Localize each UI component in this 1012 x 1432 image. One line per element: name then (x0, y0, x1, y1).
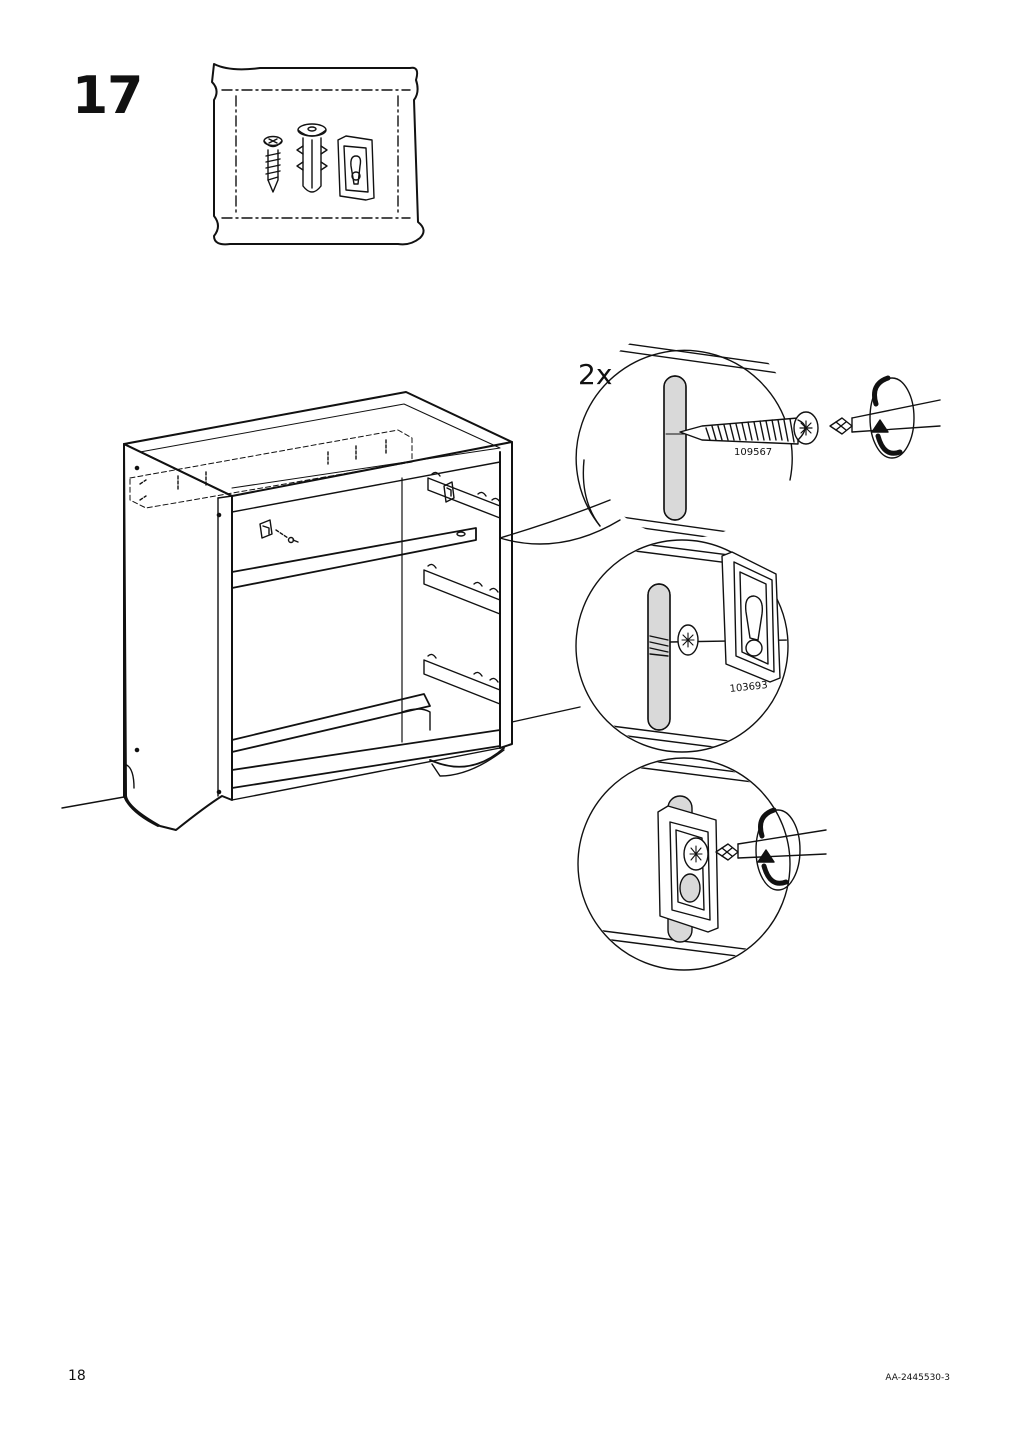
step-number: 17 (72, 66, 143, 126)
cabinet-illustration (123, 391, 513, 831)
quantity-label: 2x (578, 358, 612, 391)
drawer-runner-top (427, 471, 501, 519)
drawer-runner-middle (423, 563, 501, 615)
wall-bracket-icon (337, 135, 375, 201)
rotate-clockwise-icon (871, 375, 903, 456)
drawer-runner-bottom (423, 653, 501, 705)
rotate-clockwise-icon-2 (757, 807, 789, 886)
screwdriver-icon (829, 377, 941, 459)
screw-part-code: 109567 (734, 447, 772, 458)
screwdriver-icon-2 (715, 809, 827, 891)
bracket-part-code: 103693 (729, 680, 768, 695)
back-bracket-small (259, 519, 299, 544)
wall-plug-icon (296, 123, 328, 193)
document-code: AA-2445530-3 (885, 1373, 950, 1383)
screw-icon (263, 135, 283, 193)
back-bracket-right (443, 481, 455, 503)
detail-circle-screw: 109567 2x (575, 339, 819, 538)
parts-bag-icon (211, 63, 425, 246)
page-number: 18 (68, 1368, 86, 1384)
detail-circle-bracket: 103693 (575, 539, 789, 753)
